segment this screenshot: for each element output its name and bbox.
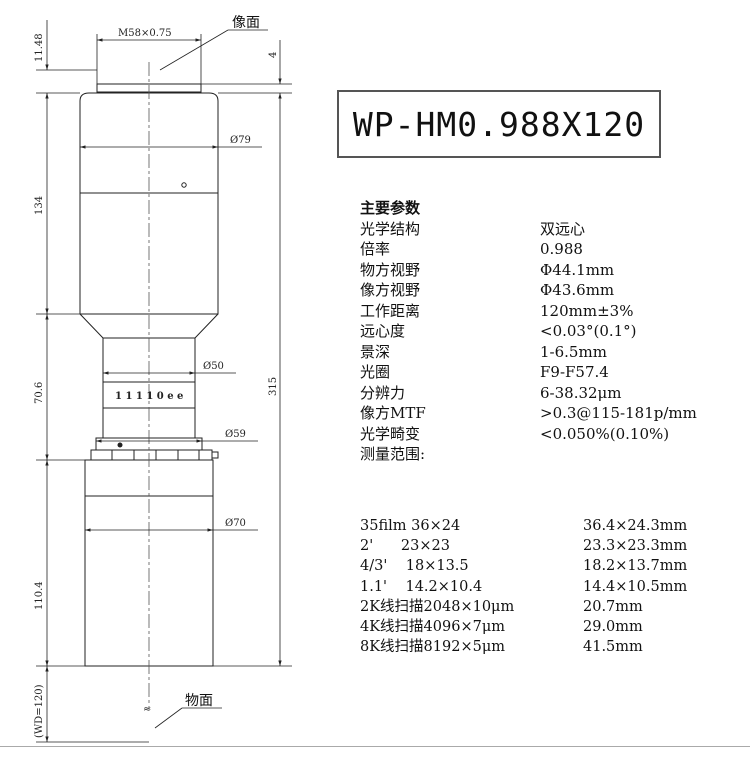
param-value: 120mm±3% <box>540 301 634 320</box>
main-params: 主要参数 光学结构 双远心 倍率 0.988 物方视野 Φ44.1mm 像方视野 Φ43… <box>360 198 697 465</box>
measure-row: 4K线扫描4096×7μm 29.0mm <box>360 617 687 637</box>
param-value: <0.03°(0.1°) <box>540 322 637 340</box>
dim-h4: 4 <box>268 52 279 58</box>
dim-d79: Ø79 <box>230 135 251 146</box>
param-key: 像方视野 <box>360 281 421 299</box>
measure-row: 1.1' 14.2×10.4 14.4×10.5mm <box>360 577 687 597</box>
sensor-format: 2' 23×23 <box>360 538 450 555</box>
set-screw <box>181 182 187 188</box>
measure-row: 8K线扫描8192×5μm 41.5mm <box>360 637 687 657</box>
field-size: 41.5mm <box>583 639 643 656</box>
sensor-format: 1.1' 14.2×10.4 <box>360 578 483 595</box>
param-value: Φ43.6mm <box>540 281 615 299</box>
field-size: 18.2×13.7mm <box>583 558 688 575</box>
param-value: 0.988 <box>540 240 583 258</box>
param-value: >0.3@115-181p/mm <box>540 404 697 422</box>
param-row: 像方视野 Φ43.6mm <box>360 280 697 301</box>
param-key: 像方MTF <box>360 404 426 422</box>
field-size: 29.0mm <box>583 619 643 636</box>
upper-barrel <box>79 92 219 315</box>
param-row: 像方MTF >0.3@115-181p/mm <box>360 403 697 424</box>
sensor-format: 4K线扫描4096×7μm <box>360 619 506 636</box>
dim-h11-48: 11.48 <box>34 33 45 62</box>
param-row: 倍率 0.988 <box>360 239 697 260</box>
param-key: 分辨力 <box>360 383 406 402</box>
dim-d59: Ø59 <box>225 429 246 440</box>
field-size: 23.3×23.3mm <box>583 538 688 555</box>
model-title: WP-HM0.988X120 <box>337 90 661 158</box>
param-key: 光学结构 <box>360 219 421 238</box>
dim-d50: Ø50 <box>203 361 224 372</box>
dim-h70-6: 70.6 <box>34 382 45 404</box>
param-row: 分辨力 6-38.32μm <box>360 383 697 404</box>
params-heading: 主要参数 <box>360 199 421 217</box>
param-row: 光学畸变 <0.050%(0.10%) <box>360 424 697 445</box>
param-row: 景深 1-6.5mm <box>360 342 697 363</box>
param-key: 倍率 <box>360 240 391 258</box>
dim-d70: Ø70 <box>225 518 246 529</box>
dim-wd: (WD=120) <box>34 684 45 738</box>
field-size: 36.4×24.3mm <box>583 518 688 534</box>
measure-row: 2' 23×23 23.3×23.3mm <box>360 536 687 556</box>
dim-h315: 315 <box>268 377 279 396</box>
param-row: 测量范围: <box>360 444 697 465</box>
image-plane-label: 像面 <box>232 15 260 31</box>
param-key: 光圈 <box>360 363 391 381</box>
sensor-format: 2K线扫描2048×10μm <box>360 598 515 615</box>
svg-text:≈: ≈ <box>143 704 151 715</box>
thread-dim: M58×0.75 <box>118 28 172 39</box>
param-value: F9-F57.4 <box>540 363 609 381</box>
measure-range-table: 35film 36×24 36.4×24.3mm 2' 23×23 23.3×23.… <box>360 516 687 657</box>
param-row: 工作距离 120mm±3% <box>360 301 697 322</box>
param-row: 光学结构 双远心 <box>360 219 697 240</box>
dim-h134: 134 <box>34 196 45 215</box>
param-value: Φ44.1mm <box>540 260 615 279</box>
param-row: 物方视野 Φ44.1mm <box>360 260 697 281</box>
param-row: 光圈 F9-F57.4 <box>360 362 697 383</box>
bottom-divider <box>0 746 750 747</box>
field-size: 14.4×10.5mm <box>583 578 688 595</box>
param-key: 景深 <box>360 342 391 361</box>
object-plane-label: 物面 <box>185 693 213 709</box>
param-value: 1-6.5mm <box>540 342 607 361</box>
param-key: 测量范围: <box>360 445 426 463</box>
measure-row: 4/3' 18×13.5 18.2×13.7mm <box>360 556 687 576</box>
field-size: 20.7mm <box>583 598 643 615</box>
param-key: 远心度 <box>360 322 406 340</box>
sensor-format: 35film 36×24 <box>360 518 461 534</box>
param-key: 工作距离 <box>360 301 421 320</box>
param-key: 物方视野 <box>360 260 421 279</box>
focus-marks: 1 1 1 1 0 e e <box>115 391 183 402</box>
param-row: 远心度 <0.03°(0.1°) <box>360 321 697 342</box>
sensor-format: 8K线扫描8192×5μm <box>360 639 506 656</box>
param-value: 双远心 <box>540 219 586 238</box>
param-value: 6-38.32μm <box>540 383 622 402</box>
dim-h110-4: 110.4 <box>34 581 45 610</box>
param-key: 光学畸变 <box>360 424 421 443</box>
param-value: <0.050%(0.10%) <box>540 424 670 443</box>
measure-row: 2K线扫描2048×10μm 20.7mm <box>360 597 687 617</box>
sensor-format: 4/3' 18×13.5 <box>360 558 469 575</box>
measure-row: 35film 36×24 36.4×24.3mm <box>360 516 687 536</box>
lens-drawing: ≈ 1 1 1 1 0 e e M58×0.75 像面 物面 Ø79 Ø50 Ø… <box>34 15 292 743</box>
